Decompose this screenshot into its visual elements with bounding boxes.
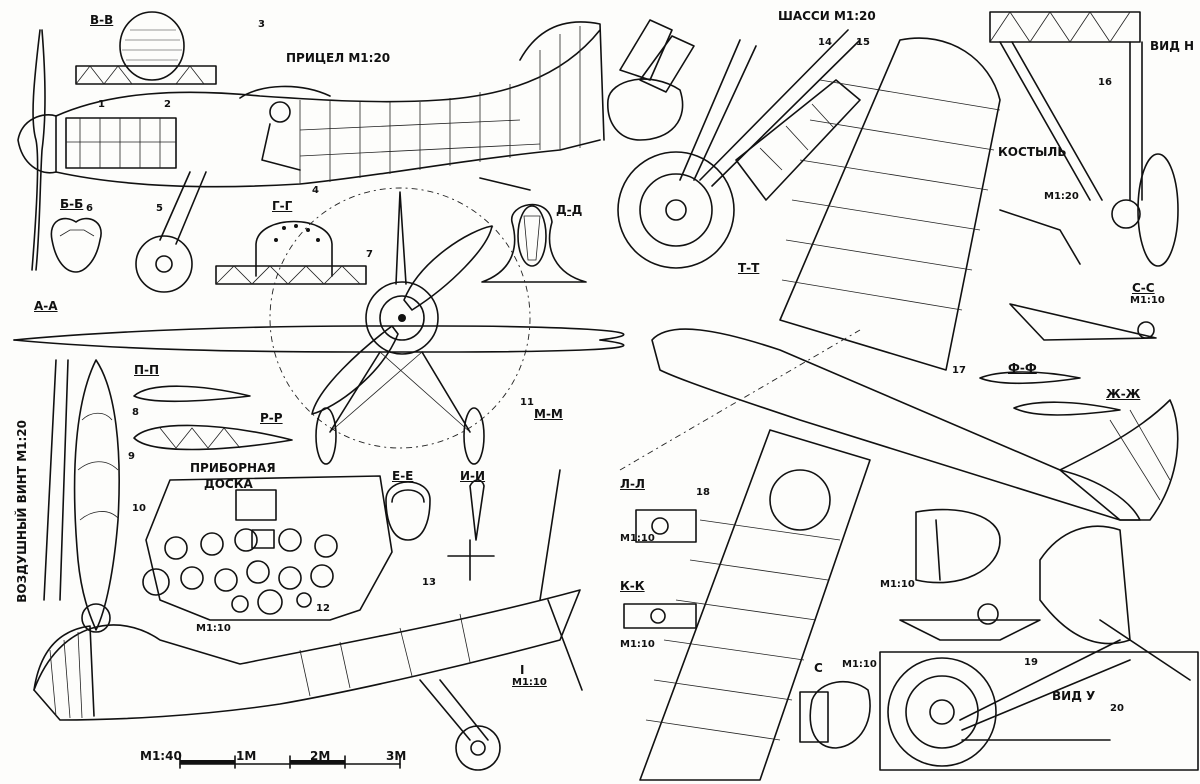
callout-3: 3 [258, 19, 265, 30]
label-section-rr: Р-Р [260, 411, 283, 425]
callout-13: 13 [422, 577, 436, 588]
callout-9: 9 [128, 451, 135, 462]
side-view-aircraft [17, 21, 605, 293]
label-section-dd: Д-Д [556, 203, 583, 217]
label-section-mm: М-М [534, 407, 563, 421]
label-panel-scale: М1:10 [196, 623, 231, 634]
label-section-vv: В-В [90, 13, 114, 27]
propeller-drawing [43, 359, 120, 633]
view-u-wheel [879, 619, 1199, 771]
label-section-gg: Г-Г [272, 199, 293, 213]
callout-1: 1 [98, 99, 105, 110]
callout-4: 4 [312, 185, 319, 196]
label-section-ll-scale: М1:10 [620, 533, 655, 544]
front-view-aircraft [13, 187, 625, 465]
callout-20: 20 [1110, 703, 1124, 714]
callout-16: 16 [1098, 77, 1112, 88]
callout-19: 19 [1024, 657, 1038, 668]
label-view-u: ВИД У [1052, 689, 1096, 703]
label-section-kk-scale: М1:10 [620, 639, 655, 650]
label-scale-2: 2М [310, 749, 331, 763]
label-propeller: ВОЗДУШНЫЙ ВИНТ М1:20 [15, 420, 29, 603]
label-c-detail: С [814, 661, 823, 675]
detail-tail-fairing [899, 508, 1041, 641]
sections-cc-ff-zhzh [979, 303, 1157, 416]
callout-6: 6 [86, 203, 93, 214]
label-panel-1: ПРИБОРНАЯ [190, 461, 276, 475]
label-section-zhzh: Ж-Ж [1106, 387, 1141, 401]
callout-7: 7 [366, 249, 373, 260]
callout-8: 8 [132, 407, 139, 418]
label-section-ii: И-И [460, 469, 486, 483]
label-section-ff: Ф-Ф [1008, 361, 1037, 375]
label-section-ll: Л-Л [620, 477, 645, 491]
label-section-i-scale: М1:10 [512, 677, 547, 688]
section-aa-bb [50, 217, 102, 273]
instrument-panel [142, 475, 393, 621]
callout-15: 15 [856, 37, 870, 48]
scale-bar [179, 755, 401, 769]
label-section-bb: Б-Б [60, 197, 84, 211]
label-scale-3: 3М [386, 749, 407, 763]
detail-c [799, 681, 871, 749]
section-ee-ii [385, 479, 495, 581]
callout-18: 18 [696, 487, 710, 498]
label-chassis: ШАССИ М1:20 [778, 9, 876, 23]
section-dd [481, 203, 587, 283]
label-scale-1: 1М [236, 749, 257, 763]
label-tailwheel: КОСТЫЛЬ [998, 145, 1067, 159]
callout-5: 5 [156, 203, 163, 214]
chassis-drawing [607, 19, 861, 269]
callout-10: 10 [132, 503, 146, 514]
label-c-scale: М1:10 [842, 659, 877, 670]
callout-14: 14 [818, 37, 832, 48]
callout-17: 17 [952, 365, 966, 376]
label-section-cc: С-С [1132, 281, 1155, 295]
callout-12: 12 [316, 603, 330, 614]
callout-11: 11 [520, 397, 534, 408]
plan-view-aircraft [619, 37, 1179, 781]
label-view-n: ВИД Н [1150, 39, 1195, 53]
perspective-aircraft [33, 469, 583, 771]
label-section-tt: Т-Т [738, 261, 760, 275]
label-detail-scale: М1:10 [880, 579, 915, 590]
label-sight: ПРИЦЕЛ М1:20 [286, 51, 391, 65]
label-section-kk: К-К [620, 579, 645, 593]
label-panel-2: ДОСКА [204, 477, 253, 491]
label-section-aa: А-А [34, 299, 58, 313]
section-gg [215, 220, 367, 285]
label-tailwheel-scale: М1:20 [1044, 191, 1079, 202]
details-ll-kk [623, 509, 697, 629]
callout-2: 2 [164, 99, 171, 110]
label-section-cc-scale: М1:10 [1130, 295, 1165, 306]
label-section-ee: Е-Е [392, 469, 414, 483]
airfoil-sections [133, 385, 293, 451]
label-scale-main: М1:40 [140, 749, 182, 763]
view-n-strut [989, 11, 1179, 267]
section-vv [75, 11, 217, 85]
label-section-pp: П-П [134, 363, 160, 377]
label-section-i: I [520, 663, 525, 677]
